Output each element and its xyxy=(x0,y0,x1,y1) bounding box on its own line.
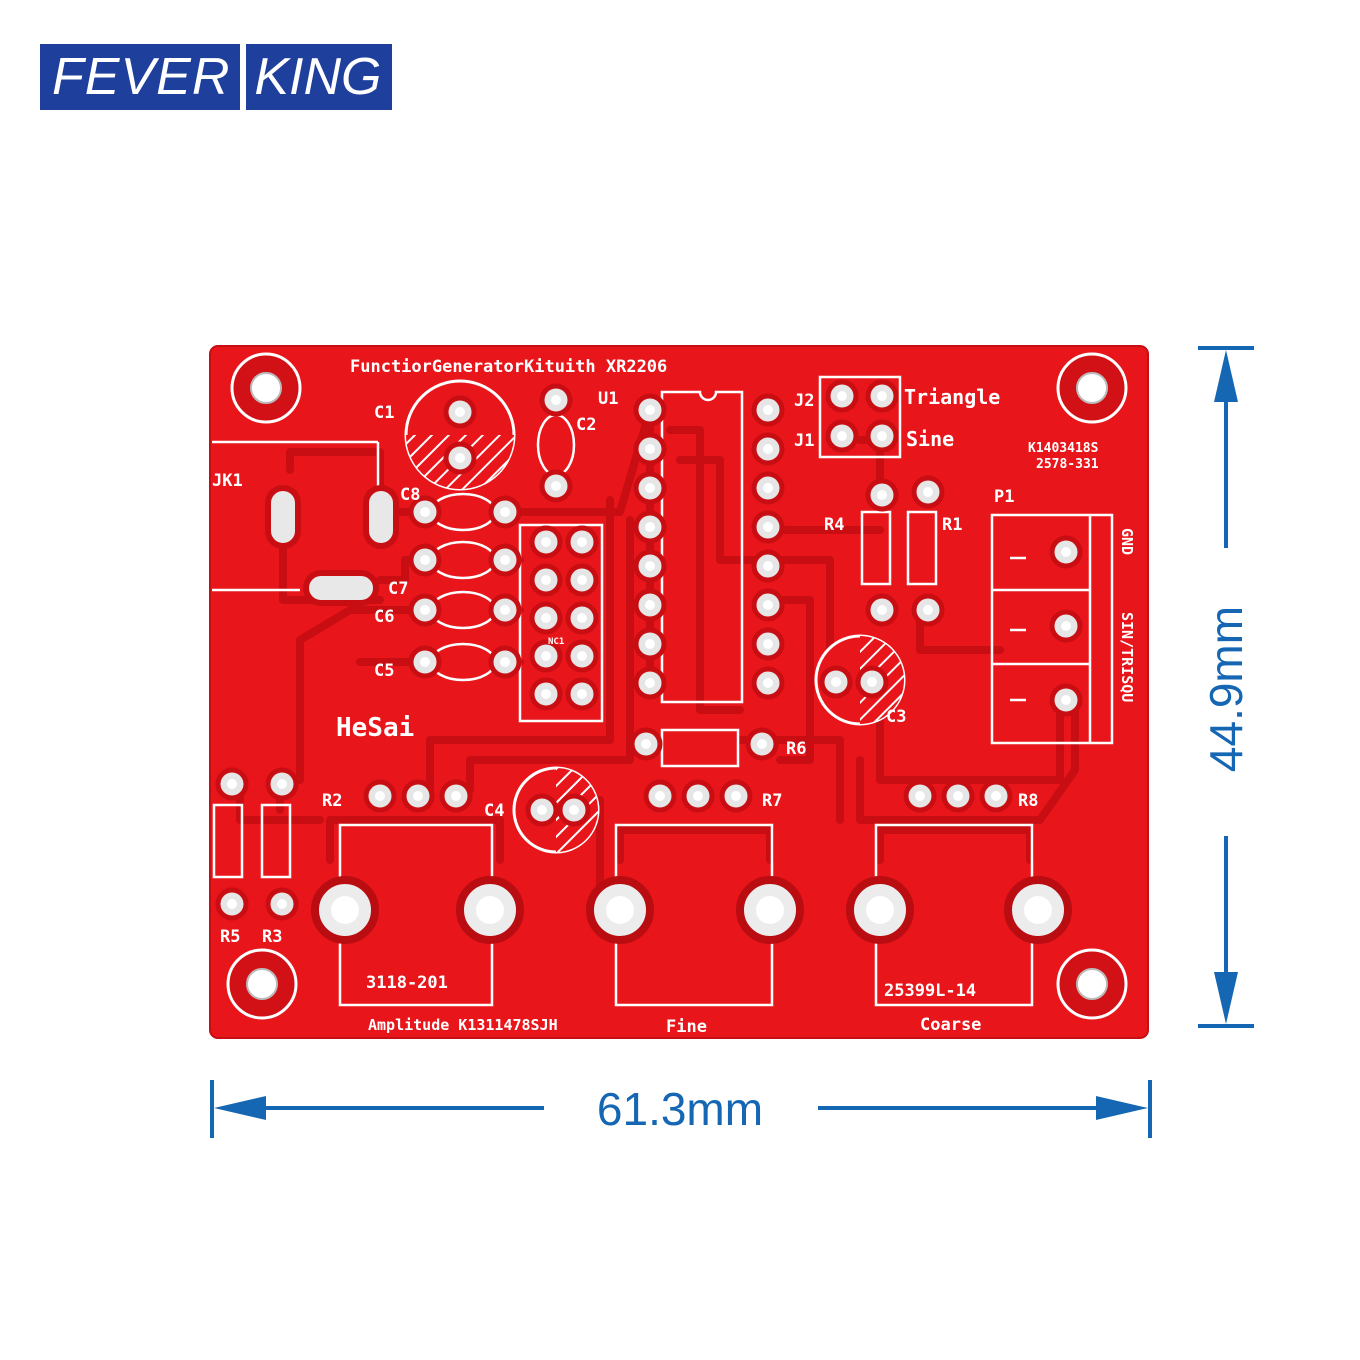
dimension-height-label: 44.9mm xyxy=(1200,605,1252,773)
brand-logo-gap xyxy=(240,44,247,110)
silk-code2: 2578-331 xyxy=(1036,457,1099,472)
silk-j1: J1 xyxy=(794,431,814,451)
mount-hole-br xyxy=(1056,948,1128,1020)
pcb-pads xyxy=(215,379,1083,921)
silk-j2: J2 xyxy=(794,391,814,411)
mount-hole-tl xyxy=(230,352,302,424)
pcb-jack-pads xyxy=(265,485,399,606)
pcb-traces xyxy=(236,406,1079,904)
dimension-width-label: 61.3mm xyxy=(596,1083,764,1135)
silk-c3: C3 xyxy=(886,707,906,727)
silk-fine: Fine xyxy=(666,1017,707,1037)
silk-r6: R6 xyxy=(786,739,806,759)
silk-pot3: 25399L-14 xyxy=(884,981,976,1001)
silk-sqw: SIN/TRISQU xyxy=(1118,612,1136,702)
silk-p1: P1 xyxy=(994,487,1014,507)
brand-logo-king: KING xyxy=(246,44,392,110)
silk-pot1: 3118-201 xyxy=(366,973,448,993)
silk-c1: C1 xyxy=(374,403,394,423)
silk-c7: C7 xyxy=(388,579,408,599)
silk-coarse: Coarse xyxy=(920,1015,981,1035)
pcb-mounting-holes xyxy=(226,352,1128,1020)
silk-r7: R7 xyxy=(762,791,782,811)
silk-title: FunctiorGeneratorKituith XR2206 xyxy=(350,357,667,377)
mount-hole-tr xyxy=(1056,352,1128,424)
silk-r4: R4 xyxy=(824,515,844,535)
silk-amplitude: Amplitude K1311478SJH xyxy=(368,1016,558,1034)
silk-c5: C5 xyxy=(374,661,394,681)
silk-c8: C8 xyxy=(400,485,420,505)
silk-r8: R8 xyxy=(1018,791,1038,811)
silk-r5: R5 xyxy=(220,927,240,947)
mount-hole-bl xyxy=(226,948,298,1020)
dimension-width-arrow xyxy=(210,1080,1152,1138)
silk-r3: R3 xyxy=(262,927,282,947)
silk-code1: K1403418S xyxy=(1028,441,1099,456)
silk-r2: R2 xyxy=(322,791,342,811)
silk-nc1: NC1 xyxy=(548,637,564,647)
pcb-board xyxy=(209,345,1149,1039)
pcb-electrolytic-caps xyxy=(404,379,906,854)
silk-triangle: Triangle xyxy=(904,385,1000,409)
dimension-height-arrow xyxy=(1198,346,1254,1028)
silk-hesai: HeSai xyxy=(336,713,414,743)
silk-gnd: GND xyxy=(1118,528,1136,555)
silk-c6: C6 xyxy=(374,607,394,627)
brand-logo-fever: FEVER xyxy=(40,44,241,110)
silk-c2: C2 xyxy=(576,415,596,435)
silk-jk1: JK1 xyxy=(212,471,243,491)
silk-r1: R1 xyxy=(942,515,962,535)
brand-logo: FEVER KING xyxy=(40,44,392,110)
silk-sine: Sine xyxy=(906,427,954,451)
silk-c4: C4 xyxy=(484,801,504,821)
silk-u1: U1 xyxy=(598,389,618,409)
